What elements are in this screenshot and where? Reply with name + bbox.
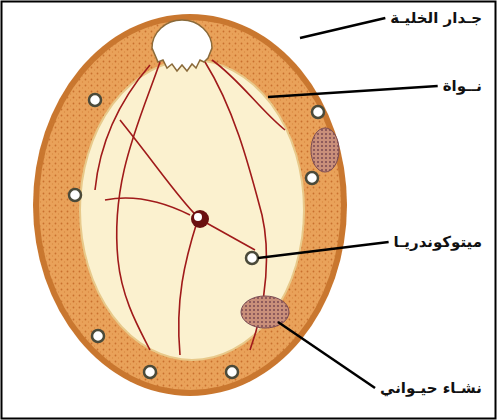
part-label: جـدار الخليـة bbox=[390, 9, 482, 27]
part-label: نــواة bbox=[443, 77, 482, 95]
part-label: ميتوكوندريـا bbox=[394, 233, 482, 251]
part-label: نشـاء حيـواني bbox=[380, 379, 482, 397]
